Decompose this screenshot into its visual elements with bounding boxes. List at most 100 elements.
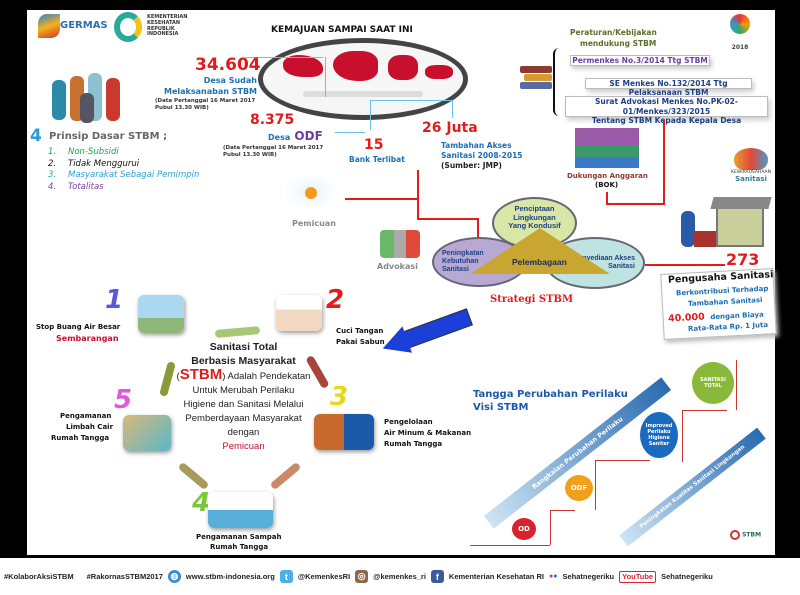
asian-games-year: 2018 (731, 44, 749, 51)
definisi-title1: Sanitasi Total (209, 341, 278, 353)
stat-desa-stbm-value: 34.604 (195, 55, 261, 75)
pilar-5-label1: Pengamanan (60, 412, 112, 420)
stat-odf-prefix: Desa (268, 133, 291, 142)
stair-divider (550, 510, 551, 545)
footer: #KolaborAksiSTBM #RakornasSTBM2017 ◍ www… (0, 558, 800, 595)
asian-games-logo: 2018 (725, 14, 755, 51)
stat-desa-stbm-note2: Pubul 13.30 WIB) (155, 105, 209, 111)
pilar-3-label3: Rumah Tangga (384, 440, 443, 448)
stbm-logo: STBM (730, 530, 761, 540)
prinsip-title: Prinsip Dasar STBM ; (49, 131, 168, 142)
tangga-stair-line (470, 545, 550, 546)
pilar-4-image (208, 492, 273, 528)
regulasi-item-3: Surat Advokasi Menkes No.PK-02-01/Menkes… (565, 96, 768, 125)
prinsip-item: 3. Masyarakat Sebagai Pemimpin (48, 170, 199, 182)
books-icon (520, 65, 552, 93)
regulasi-title1: Peraturan/Kebijakan (570, 28, 657, 37)
prinsip-item-text: Non-Subsidi (68, 147, 119, 157)
stat-desa-stbm-label2: Melaksanaban STBM (164, 87, 257, 96)
regulasi-title2: mendukung STBM (580, 39, 657, 48)
tangga-title1: Tangga Perubahan Perilaku (473, 389, 628, 400)
stair-divider (682, 410, 727, 411)
stair-divider (595, 460, 596, 510)
tangga-step-improved: Improved Perilaku Higiene Saniter (640, 412, 678, 458)
money-image (575, 128, 639, 168)
stat-odf-label: ODF (294, 129, 323, 143)
prinsip-list: 1. Non-Subsidi 2. Tidak Menggurui 3. Masyarak… (48, 147, 199, 193)
advokasi-image (380, 230, 420, 258)
prinsip-item: 4. Totalitas (48, 182, 199, 194)
pilar-5-label2: Limbah Cair (66, 423, 114, 431)
pilar-2-number: 2 (326, 285, 345, 315)
prinsip-item: 2. Tidak Menggurui (48, 159, 199, 171)
stat-akses-source: (Sumber: JMP) (441, 161, 502, 170)
community-people-image (50, 68, 132, 123)
pilar-3-number: 3 (330, 382, 349, 412)
strategi-title: Strategi STBM (490, 294, 574, 305)
pilar-1-image (138, 295, 184, 333)
stat-odf-note2: Pubul 13.30 WIB) (223, 152, 277, 158)
footer-hashtag-kolaborasi[interactable]: #KolaborAksiSTBM (4, 572, 74, 581)
toilet-builder-image (676, 195, 774, 249)
footer-hashtag-rakornas[interactable]: #RakornasSTBM2017 (86, 572, 163, 581)
footer-twitter[interactable]: @KemenkesRI (297, 572, 351, 581)
twitter-icon: t (279, 570, 293, 583)
kewirausahaan-text: KEWIRAUSAHAAN (731, 170, 771, 175)
globe-icon: ◍ (167, 570, 181, 583)
tangga-step-sanitasi-total: SANITASI TOTAL (692, 362, 734, 404)
pilar-3-label2: Air Minum & Makanan (384, 429, 472, 437)
definisi-open: ( (176, 371, 180, 382)
pemicuan-label: Pemicuan (292, 219, 336, 228)
footer-website-link[interactable]: www.stbm-indonesia.org (185, 572, 275, 581)
footer-instagram[interactable]: @kemenkes_ri (373, 572, 426, 581)
facebook-icon: f (430, 570, 444, 583)
pilar-1-label2: Sembarangan (56, 334, 119, 343)
pilar-2-image (276, 295, 322, 331)
regulasi-item-3-line1: Surat Advokasi Menkes No.PK-02-01/Menkes… (594, 97, 739, 116)
kemenkes-logo-text: KEMENTERIAN KESEHATAN REPUBLIK INDONESIA (147, 14, 188, 38)
definisi-rest: ) Adalah Pendekatan Untuk Merubah Perila… (183, 371, 311, 438)
footer-youtube[interactable]: Sehatnegeriku (661, 572, 713, 581)
anggaran-label: Dukungan Anggaran (567, 172, 648, 180)
pilar-1-number: 1 (105, 285, 124, 315)
regulasi-item-1: Permenkes No.3/2014 Ttg STBM (570, 55, 710, 66)
stair-divider (550, 510, 575, 511)
stat-odf-label-wrap: Desa ODF (268, 129, 323, 145)
prinsip-item-text: Totalitas (68, 181, 104, 192)
stat-akses-value: 26 Juta (422, 120, 478, 136)
tangga-step-odf: ODF (565, 475, 593, 501)
prinsip-item-text: Tidak Menggurui (68, 158, 140, 169)
pilar-2-label1: Cuci Tangan (336, 327, 384, 335)
prinsip-item-number: 4. (48, 181, 57, 192)
prinsip-item-text: Masyarakat Sebagai Pemimpin (68, 170, 200, 180)
footer-flickr[interactable]: Sehatnegeriku (562, 572, 615, 581)
pelembagaan-pyramid (470, 228, 610, 274)
stat-bank-value: 15 (364, 137, 384, 153)
wirausaha-value: 273 (726, 250, 760, 269)
definisi-pemicuan: Pemicuan (222, 441, 265, 452)
strategi-center: Pelembagaan (512, 257, 567, 267)
stat-akses-label2: Sanitasi 2008-2015 (441, 151, 523, 160)
stat-desa-stbm-note1: (Data Pertanggal 16 Maret 2017 (155, 98, 256, 104)
pilar-5-label3: Rumah Tangga (51, 434, 110, 442)
prinsip-item-number: 3. (48, 170, 57, 180)
prinsip-item-number: 1. (48, 147, 57, 157)
youtube-icon: YouTube (619, 570, 657, 583)
regulasi-item-2: SE Menkes No.132/2014 Ttg Pelaksanaan ST… (585, 78, 752, 97)
wirausaha-line3-text: dengan Biaya (710, 310, 764, 322)
prinsip-item-number: 2. (48, 158, 57, 169)
stat-bank-label: Bank Terlibat (349, 155, 405, 164)
definisi-stbm: STBM (179, 366, 223, 383)
definisi-body: (STBM) Adalah Pendekatan Untuk Merubah P… (176, 366, 311, 440)
pilar-4-number: 4 (192, 488, 211, 518)
stbm-logo-text: STBM (742, 531, 762, 539)
pilar-4-label1: Pengamanan Sampah (196, 533, 282, 541)
instagram-icon: ◎ (355, 570, 369, 583)
anggaran-sub: (BOK) (595, 181, 619, 189)
tangga-step-od: OD (512, 518, 536, 540)
stair-divider (682, 410, 683, 462)
footer-facebook[interactable]: Kementerian Kesehatan RI (448, 572, 544, 581)
pilar-3-label1: Pengelolaan (384, 418, 433, 426)
prinsip-number: 4 (30, 126, 42, 146)
